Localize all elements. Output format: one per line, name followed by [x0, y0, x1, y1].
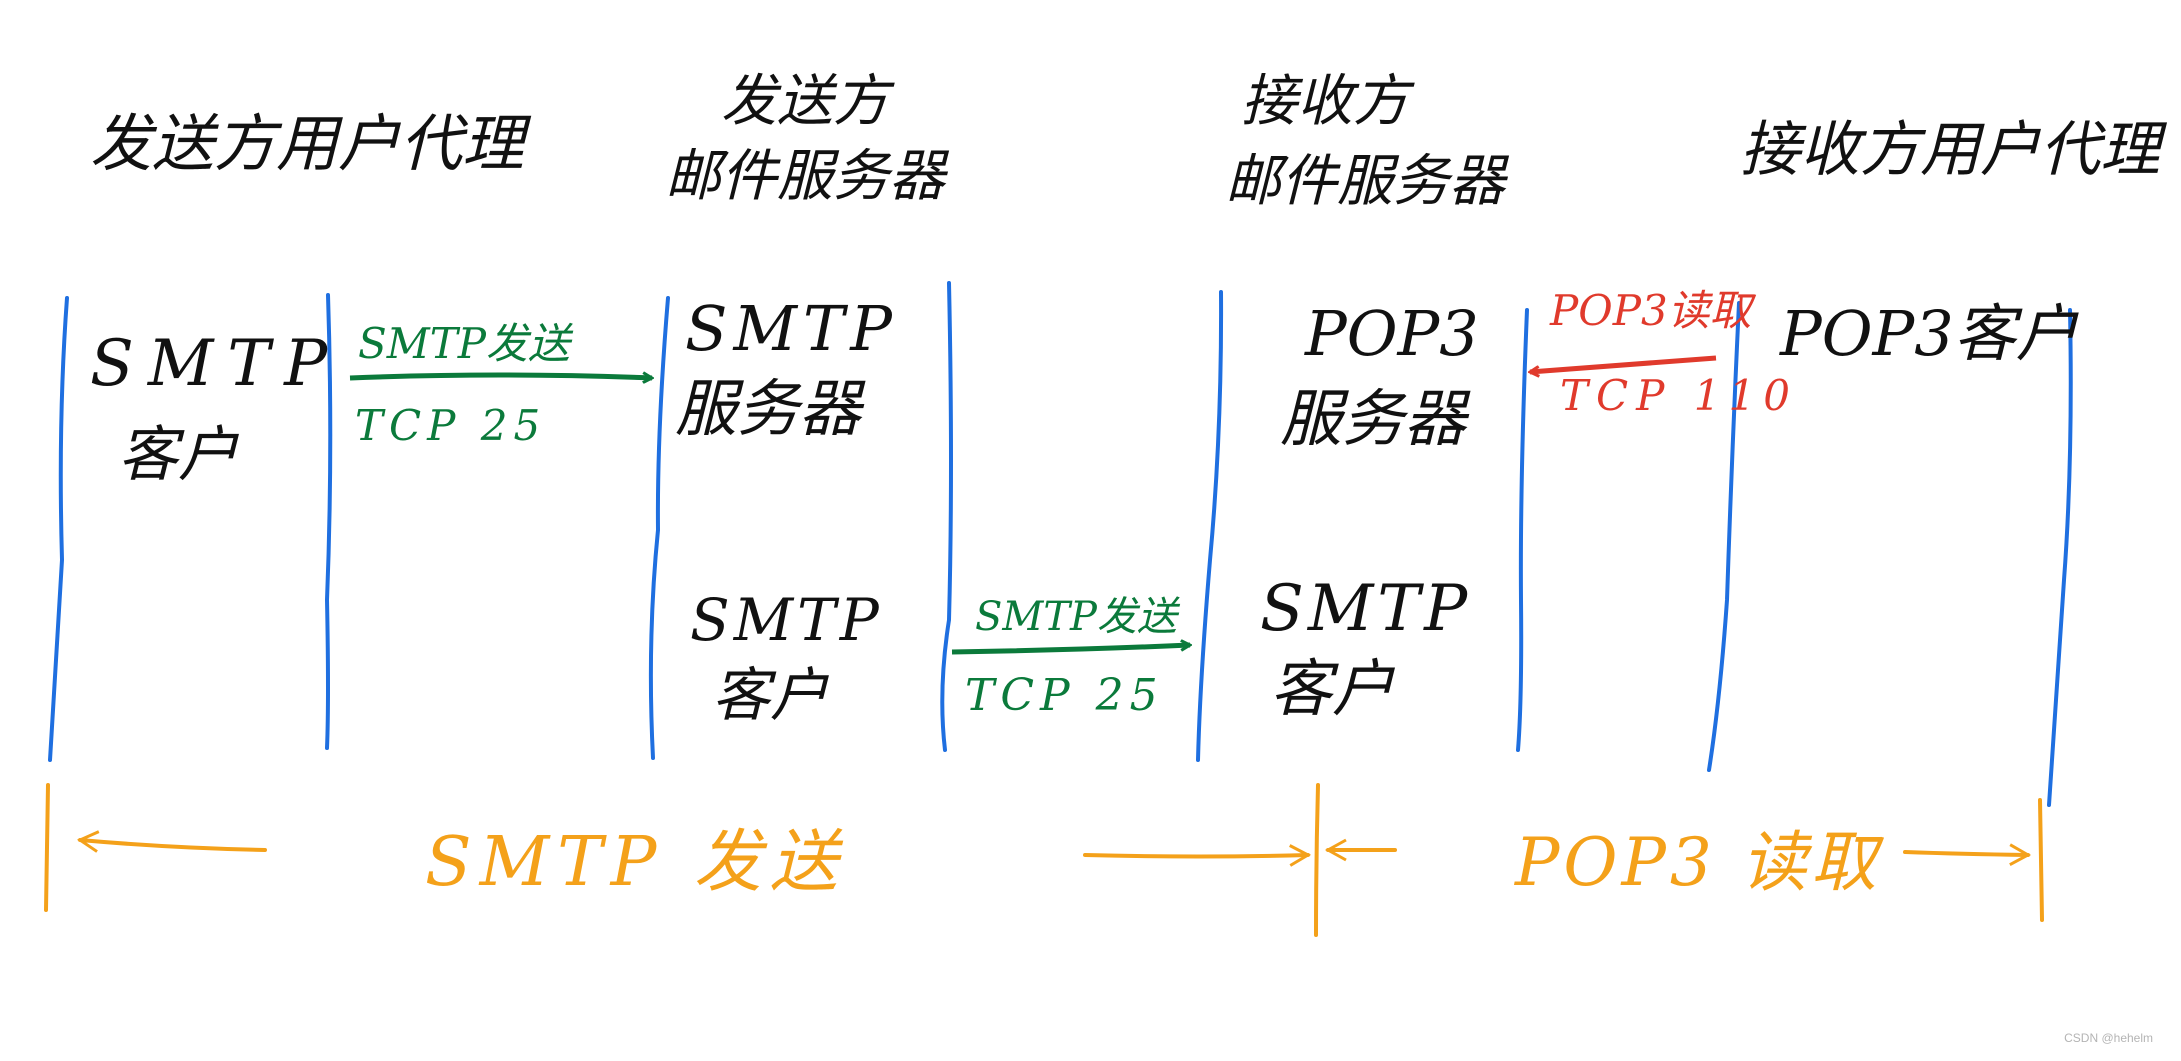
- pop3-server-line2: 服务器: [1280, 382, 1471, 455]
- smtp-server-line1: SMTP: [685, 292, 898, 365]
- smtp-client-1-line2: 客户: [118, 420, 239, 490]
- smtp-send-1-label: SMTP发送: [358, 319, 574, 368]
- smtp-client-3-line2: 客户: [1270, 652, 1396, 725]
- phase-tick-right: [2038, 798, 2044, 922]
- pop3-read-arrow: [1530, 355, 1717, 372]
- header-receiver-agent: 接收方用户代理: [1740, 115, 2168, 185]
- smtp-send-1-port: TCP 25: [355, 401, 546, 450]
- smtp-send-1-arrow: [349, 375, 652, 378]
- pop3-phase-label: POP3 读取: [1514, 824, 1885, 901]
- header-receiver-server-line2: 邮件服务器: [1225, 149, 1510, 214]
- smtp-send-2-arrow: [951, 645, 1190, 655]
- smtp-phase-right-arrow: [1083, 844, 1312, 867]
- smtp-client-2-line2: 客户: [712, 661, 829, 729]
- pop3-phase-right-arrow: [1903, 843, 2032, 867]
- divider-3: [648, 296, 670, 760]
- divider-5: [1196, 290, 1224, 762]
- divider-1: [48, 296, 69, 762]
- column-dividers: [48, 281, 2073, 807]
- smtp-client-2-line1: SMTP: [690, 586, 883, 654]
- smtp-send-2-label: SMTP发送: [975, 594, 1181, 640]
- header-sender-server-line1: 发送方: [721, 69, 895, 134]
- pop3-client: POP3客户: [1779, 297, 2080, 370]
- pop3-server-line1: POP3: [1304, 297, 1479, 370]
- smtp-server-line2: 服务器: [675, 372, 866, 445]
- smtp-phase-left-arrow: [76, 830, 267, 853]
- divider-7: [1707, 301, 1741, 772]
- phase-brackets: [44, 783, 2044, 937]
- pop3-read-label: POP3读取: [1549, 286, 1757, 335]
- header-sender-server-line2: 邮件服务器: [665, 144, 950, 209]
- pop3-read-port: TCP 110: [1560, 371, 1798, 420]
- phase-tick-middle: [1314, 783, 1320, 937]
- smtp-client-1-line1: SMTP: [90, 327, 341, 401]
- divider-8: [2047, 308, 2073, 807]
- phase-tick-left: [44, 783, 50, 912]
- header-sender-agent: 发送方用户代理: [90, 107, 532, 180]
- divider-2: [324, 293, 333, 750]
- smtp-client-3-line1: SMTP: [1260, 572, 1471, 646]
- watermark: CSDN @hehelm: [2064, 1031, 2153, 1045]
- header-receiver-server-line1: 接收方: [1241, 69, 1415, 134]
- smtp-send-2-port: TCP 25: [965, 670, 1164, 721]
- smtp-phase-label: SMTP 发送: [425, 823, 846, 902]
- divider-6: [1516, 308, 1529, 752]
- divider-4: [940, 281, 953, 752]
